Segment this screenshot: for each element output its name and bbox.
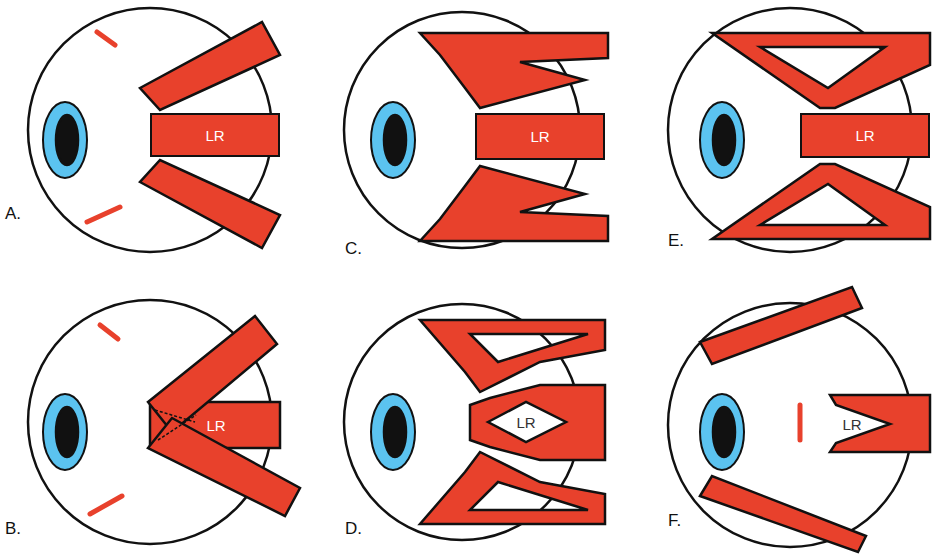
insertion-mark [798,405,803,440]
superior-rectus-muscle [140,22,280,110]
superior-rectus-muscle [148,316,277,432]
muscle-label-box: LR [475,113,605,160]
pupil [384,115,406,165]
lateral-rectus-muscle [470,385,605,460]
inferior-rectus-muscle [420,452,605,524]
muscle-label-box: LR [840,416,863,433]
iris [700,102,744,178]
pupil [384,407,406,457]
superior-rectus-muscle [712,33,930,108]
superior-rectus-muscle [420,320,605,392]
muscle-label-box: LR [800,113,930,158]
superior-rectus-muscle [420,33,608,108]
muscle-label-box: LR [204,417,227,434]
muscle-name: LR [842,417,861,432]
muscle-name: LR [530,129,549,144]
insertion-mark [97,32,115,45]
inferior-rectus-muscle [712,164,930,239]
superior-rectus-muscle [700,287,862,364]
iris [371,102,415,178]
muscle-name: LR [855,128,874,143]
pupil [713,407,735,457]
inferior-rectus-muscle [700,476,866,552]
iris [43,394,87,470]
insertion-mark [90,496,122,514]
muscle-name: LR [205,128,224,143]
pupil [56,115,78,165]
lateral-rectus-muscle [830,395,930,452]
panel-letter: E. [668,232,684,249]
panel-letter: A. [5,205,21,222]
iris [43,102,87,178]
panel-letter: D. [345,520,362,537]
inferior-rectus-muscle [148,418,300,516]
inferior-rectus-muscle [420,166,608,241]
iris [700,394,744,470]
panel-letter: B. [5,520,21,537]
pupil [713,115,735,165]
muscle-label-box: LR [150,113,280,157]
inferior-rectus-muscle [140,160,280,248]
iris [371,394,415,470]
insertion-mark [100,325,118,339]
panel-letter: C. [345,240,362,257]
pupil [56,407,78,457]
insertion-mark [87,207,120,222]
muscle-label-box: LR [514,414,537,431]
muscle-name: LR [516,415,535,430]
muscle-name: LR [206,418,225,433]
panel-letter: F. [668,512,681,529]
suture-line [158,415,196,440]
